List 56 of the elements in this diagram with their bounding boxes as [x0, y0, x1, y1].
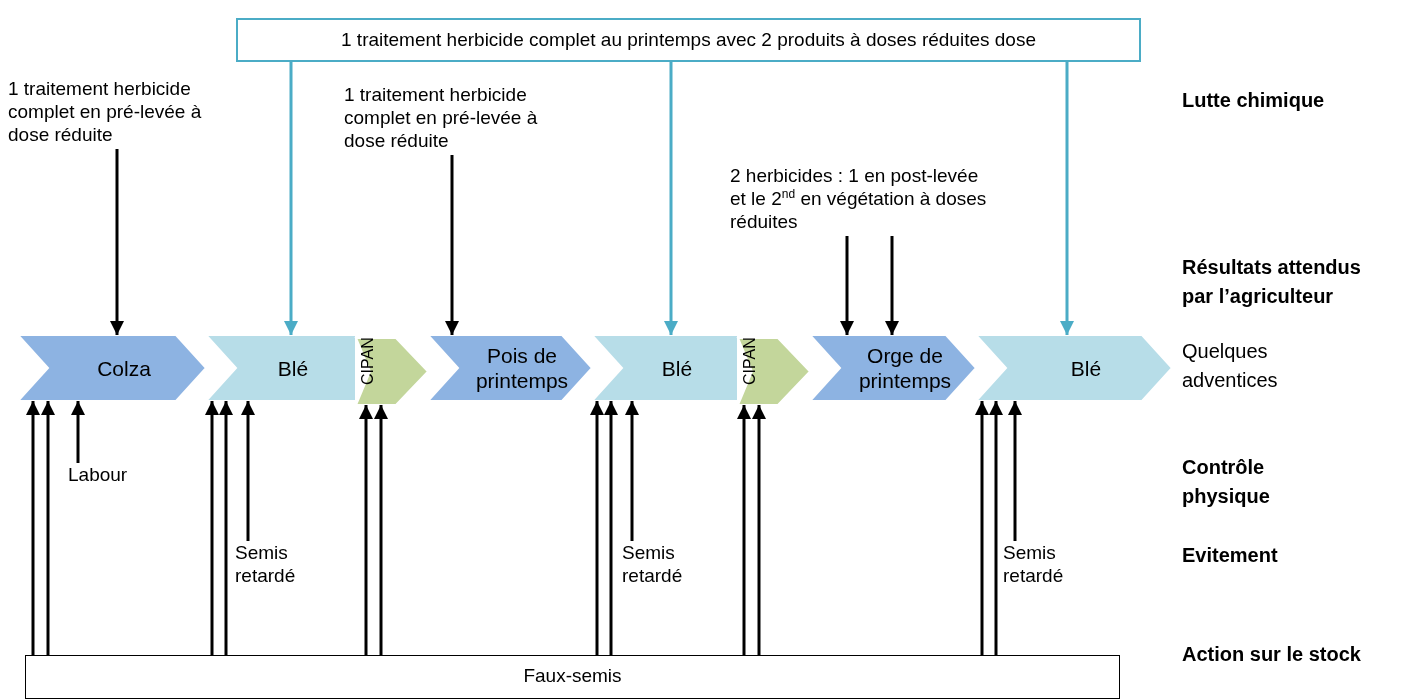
row-label: Evitement: [1182, 543, 1279, 568]
arrow: [374, 405, 388, 655]
arrow: [885, 236, 899, 335]
annotation-text: Semis retardé: [1003, 541, 1093, 589]
arrow: [26, 401, 40, 655]
annotation-text: Semis retardé: [622, 541, 712, 589]
box-text: Faux-semis: [523, 664, 622, 688]
arrow: [1060, 62, 1074, 335]
arrow: [41, 401, 55, 655]
crop-label: Blé: [276, 355, 309, 381]
arrow: [664, 62, 678, 335]
arrow: [1008, 401, 1022, 541]
crop-stage-band: [18, 335, 206, 401]
arrow: [752, 405, 766, 655]
arrow: [975, 401, 989, 655]
arrow: [625, 401, 639, 541]
crop-stage-band: [206, 335, 356, 401]
arrow: [445, 155, 459, 335]
arrow: [284, 62, 298, 335]
crop-label: CIPAN: [741, 337, 759, 385]
crop-label: Colza: [96, 355, 151, 381]
box-text: 1 traitement herbicide complet au printemps avec 2 produits à doses réduites dose: [341, 28, 1036, 52]
crop-label: CIPAN: [359, 337, 377, 385]
row-label: Quelques adventices: [1182, 339, 1279, 393]
annotation-text: Labour: [68, 463, 148, 488]
row-label: Action sur le stock: [1182, 642, 1362, 667]
arrow: [737, 405, 751, 655]
rectangle-box: [236, 18, 1141, 62]
crop-stage-band: [428, 335, 592, 401]
crop-label: Pois de printemps: [474, 343, 570, 393]
arrow: [219, 401, 233, 655]
arrow: [110, 149, 124, 335]
arrow: [840, 236, 854, 335]
crop-stage-band: [810, 335, 976, 401]
arrow: [359, 405, 373, 655]
arrow: [71, 401, 85, 463]
crop-stage-band: [738, 338, 810, 405]
arrow: [604, 401, 618, 655]
row-label: Lutte chimique: [1182, 88, 1326, 113]
annotation-text: 1 traitement herbicide complet en pré-levée à dose réduite: [8, 77, 218, 149]
row-label: Contrôle physique: [1182, 455, 1271, 509]
annotation-text: 2 herbicides : 1 en post-levée et le 2$^{nd}$ en végétation à doses réduites: [730, 164, 988, 236]
crop-label: Blé: [660, 355, 693, 381]
crop-label: Orge de printemps: [857, 343, 953, 393]
arrow: [989, 401, 1003, 655]
row-label: Résultats attendus par l’agriculteur: [1182, 255, 1362, 309]
crop-stage-band: [592, 335, 738, 401]
arrow: [241, 401, 255, 541]
crop-label: Blé: [1069, 355, 1102, 381]
crop-stage-band: [356, 338, 428, 405]
annotation-text: Semis retardé: [235, 541, 325, 589]
arrow: [590, 401, 604, 655]
rectangle-box: [25, 655, 1120, 699]
crop-stage-band: [976, 335, 1172, 401]
arrow: [205, 401, 219, 655]
annotation-text: 1 traitement herbicide complet en pré-levée à dose réduite: [344, 83, 554, 155]
